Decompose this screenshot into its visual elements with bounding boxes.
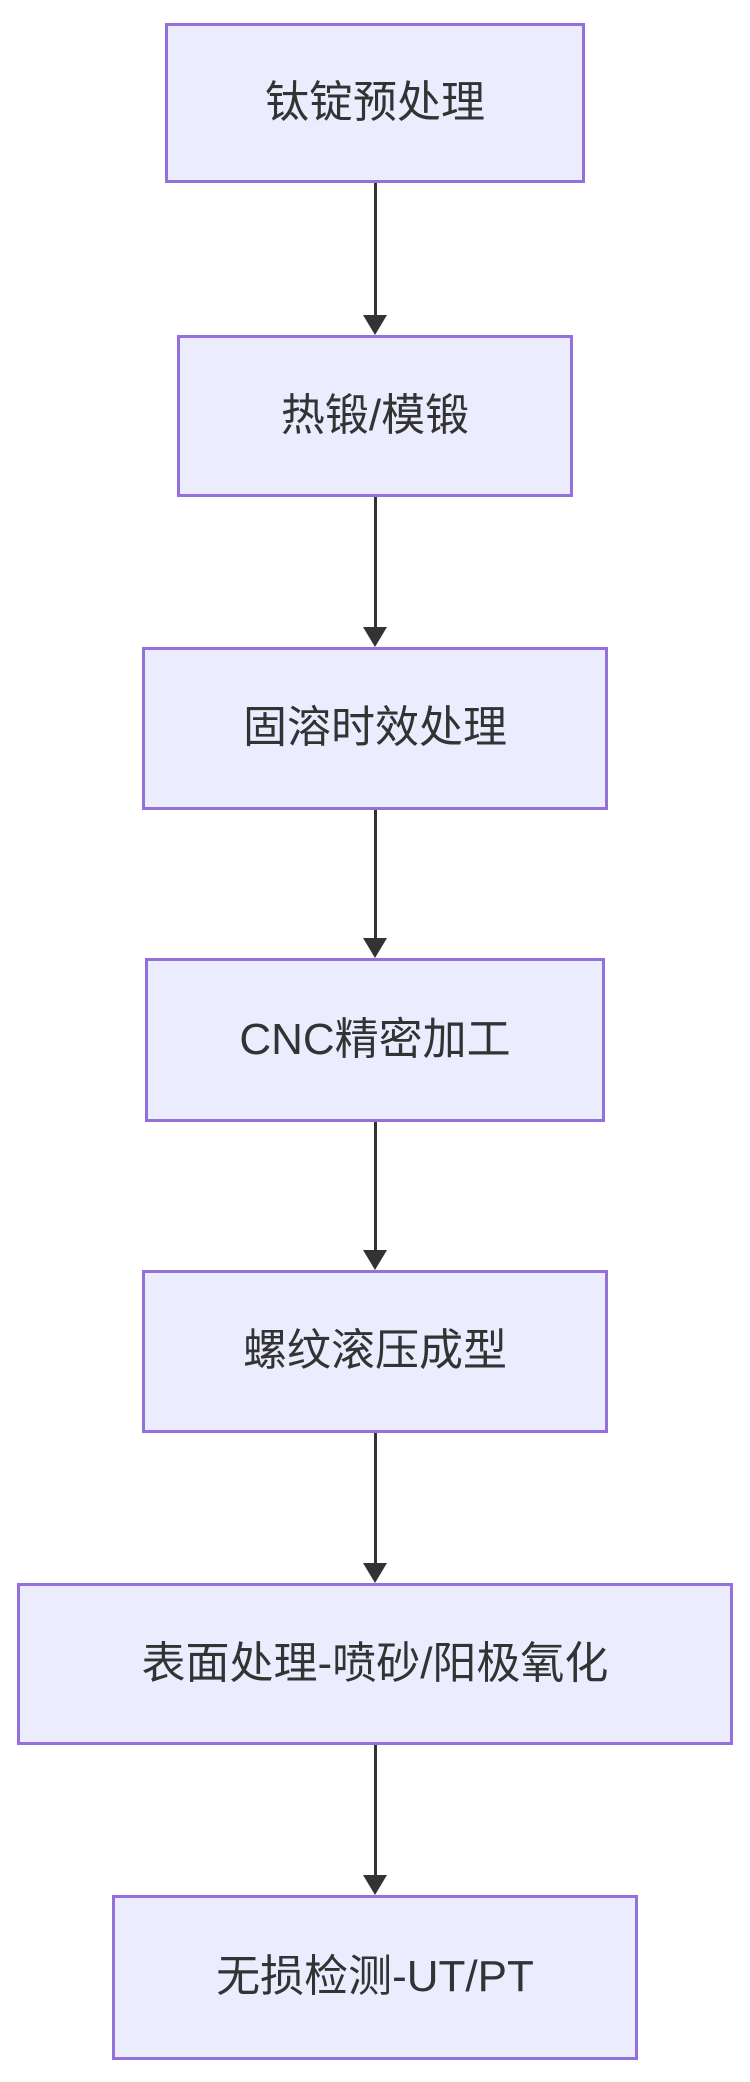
arrow-head-down-icon xyxy=(363,627,387,647)
flow-node-label: 钛锭预处理 xyxy=(265,77,485,127)
flow-node-thread-rolling: 螺纹滚压成型 xyxy=(142,1270,608,1433)
arrow-line xyxy=(373,1433,377,1563)
flow-arrow-1-2 xyxy=(363,183,387,335)
arrow-head-down-icon xyxy=(363,1250,387,1270)
arrow-line xyxy=(373,810,377,938)
flow-node-hot-forging: 热锻/模锻 xyxy=(177,335,573,497)
arrow-line xyxy=(373,497,377,627)
arrow-head-down-icon xyxy=(363,1875,387,1895)
flow-node-label: 表面处理-喷砂/阳极氧化 xyxy=(141,1638,609,1688)
flow-node-label: 固溶时效处理 xyxy=(243,703,507,753)
flow-arrow-4-5 xyxy=(363,1122,387,1270)
flow-node-solution-aging: 固溶时效处理 xyxy=(142,647,608,810)
arrow-head-down-icon xyxy=(363,315,387,335)
arrow-line xyxy=(373,1745,377,1875)
flow-arrow-3-4 xyxy=(363,810,387,958)
flow-node-label: 热锻/模锻 xyxy=(280,390,470,440)
arrow-line xyxy=(373,1122,377,1250)
flow-arrow-2-3 xyxy=(363,497,387,647)
flow-arrow-6-7 xyxy=(363,1745,387,1895)
flow-arrow-5-6 xyxy=(363,1433,387,1583)
flow-node-cnc-machining: CNC精密加工 xyxy=(145,958,605,1122)
flow-node-ndt-inspection: 无损检测-UT/PT xyxy=(112,1895,638,2060)
flow-node-label: 无损检测-UT/PT xyxy=(216,1952,534,2002)
flow-node-label: 螺纹滚压成型 xyxy=(243,1326,507,1376)
flow-node-ingot-pretreatment: 钛锭预处理 xyxy=(165,23,585,183)
flow-node-label: CNC精密加工 xyxy=(239,1014,511,1064)
flow-node-surface-treatment: 表面处理-喷砂/阳极氧化 xyxy=(17,1583,733,1745)
arrow-line xyxy=(373,183,377,315)
arrow-head-down-icon xyxy=(363,938,387,958)
arrow-head-down-icon xyxy=(363,1563,387,1583)
